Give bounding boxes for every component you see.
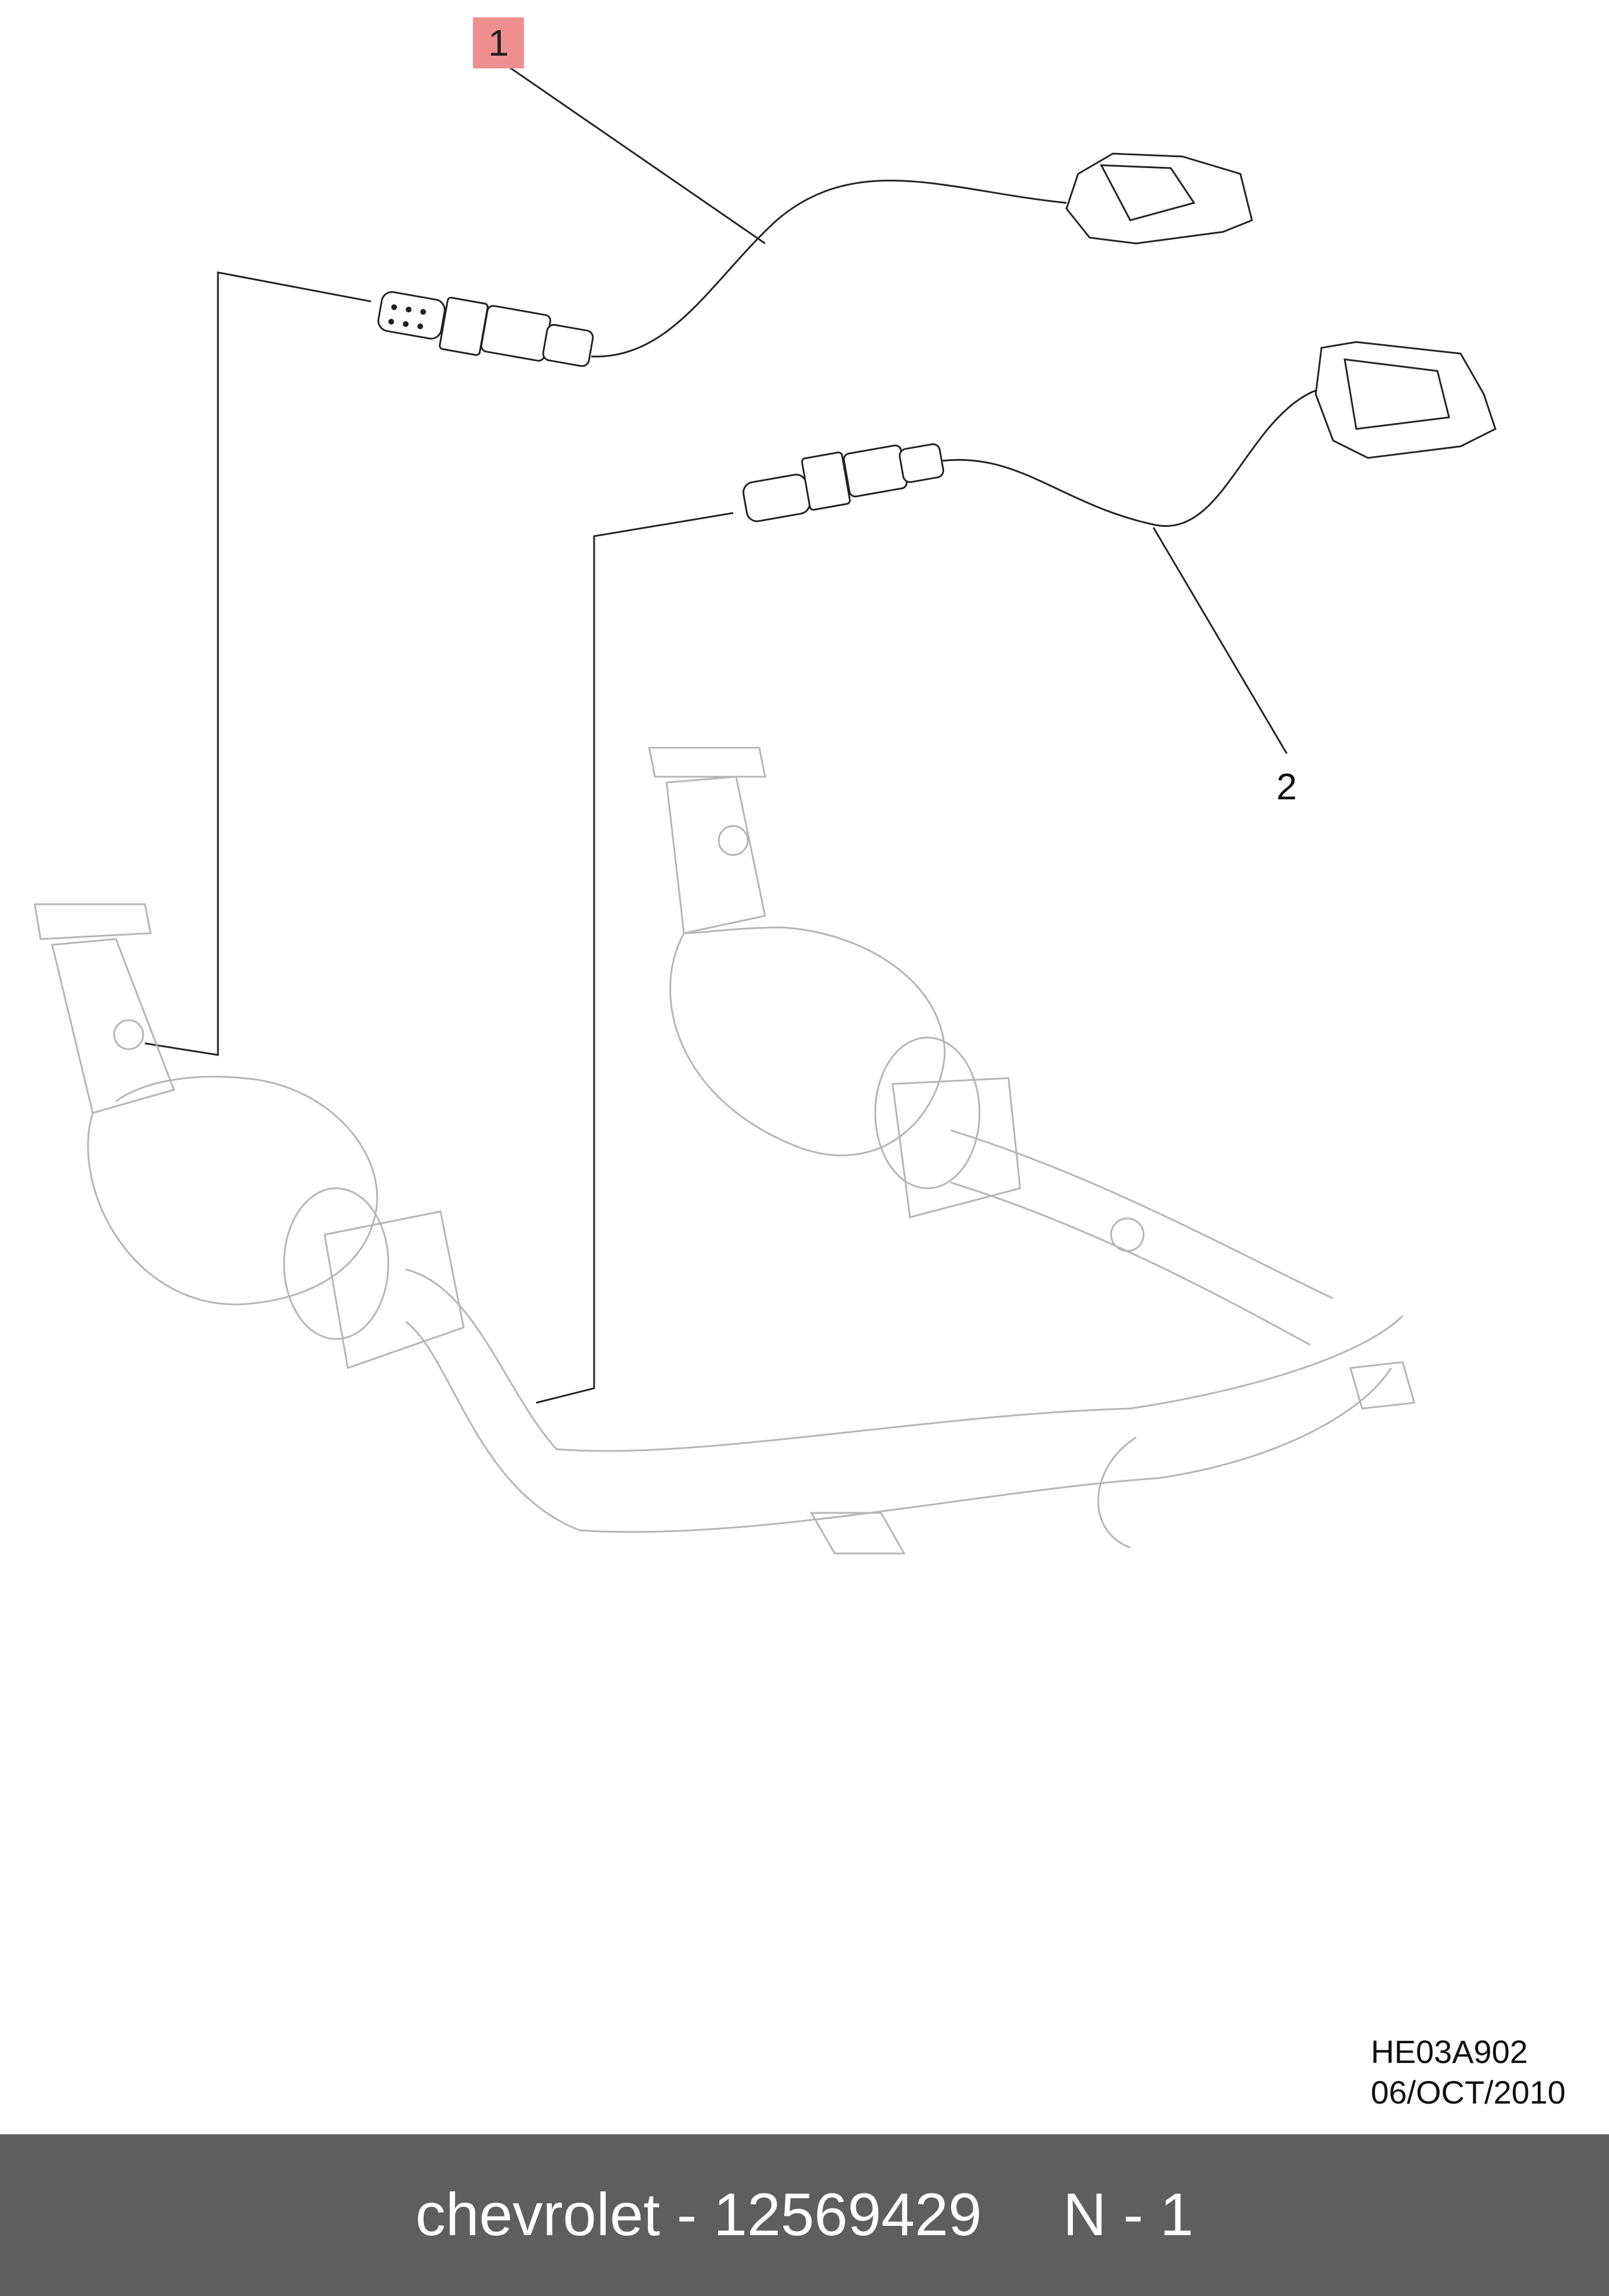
oxygen-sensor-upstream bbox=[377, 291, 594, 367]
drawing-reference: HE03A902 06/OCT/2010 bbox=[1371, 2032, 1566, 2113]
connector-upstream bbox=[1065, 152, 1253, 245]
drawing-code: HE03A902 bbox=[1371, 2033, 1528, 2070]
drawing-date: 06/OCT/2010 bbox=[1371, 2074, 1566, 2111]
leader-lines bbox=[144, 63, 1288, 1404]
sensor-wire-upstream bbox=[591, 180, 1067, 358]
callout-part-2: 2 bbox=[1276, 766, 1297, 807]
footer-bar: chevrolet - 12569429 N - 1 bbox=[0, 2134, 1609, 2296]
callout-part-1: 1 bbox=[473, 17, 524, 68]
connector-downstream bbox=[1315, 341, 1497, 459]
sensor-wire-downstream bbox=[941, 387, 1334, 527]
callout-part-1-label: 1 bbox=[488, 22, 509, 64]
oxygen-sensor-downstream bbox=[742, 443, 944, 522]
footer-quantity: N - 1 bbox=[1062, 2181, 1194, 2248]
footer-brand-part: chevrolet - 12569429 bbox=[415, 2181, 982, 2248]
exhaust-diagram bbox=[34, 63, 1497, 1555]
exhaust-pipe-assembly bbox=[34, 747, 1415, 1555]
